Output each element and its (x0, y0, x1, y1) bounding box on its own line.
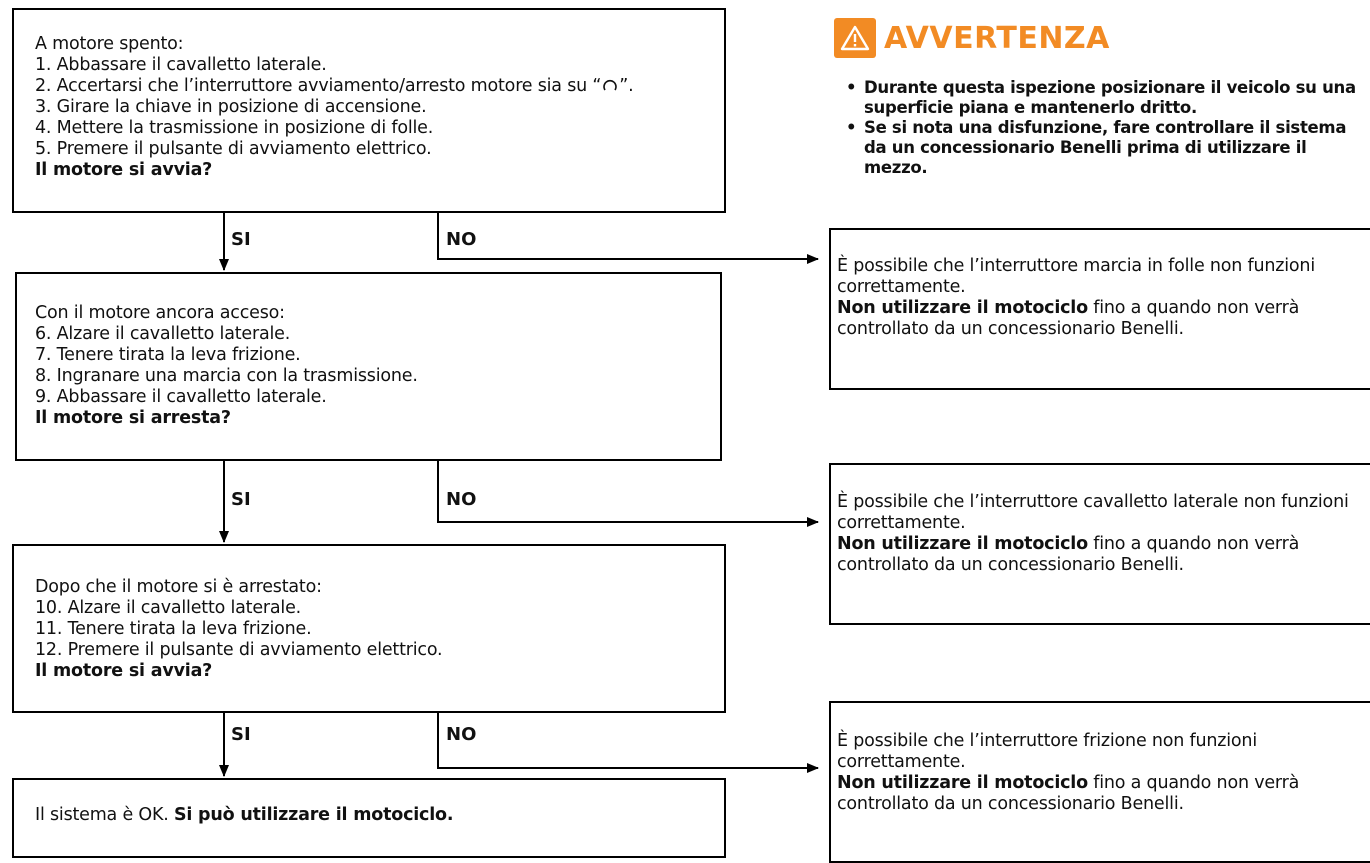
step3-box: Dopo che il motore si è arrestato: 10. A… (12, 544, 726, 713)
step2-box: Con il motore ancora acceso: 6. Alzare i… (15, 272, 722, 461)
no-arrow-1 (437, 212, 819, 264)
power-switch-icon (603, 79, 618, 91)
step1-item-2: 2. Accertarsi che l’interruttore avviame… (35, 76, 634, 96)
step1-item-4: 4. Mettere la trasmissione in posizione … (35, 118, 434, 138)
step2-item-7: 7. Tenere tirata la leva frizione. (35, 345, 301, 365)
step1-question: Il motore si avvia? (35, 160, 213, 180)
result-box-2: È possibile che l’interruttore cavallett… (829, 463, 1370, 625)
result-1-bold: Non utilizzare il motociclo (837, 298, 1088, 318)
result-2-bold: Non utilizzare il motociclo (837, 534, 1088, 554)
step3-header: Dopo che il motore si è arrestato: (35, 577, 322, 597)
step1-item-3: 3. Girare la chiave in posizione di acce… (35, 97, 427, 117)
step2-item-9: 9. Abbassare il cavalletto laterale. (35, 387, 327, 407)
final-bold: Si può utilizzare il motociclo. (173, 805, 454, 825)
no-label-1: NO (446, 229, 477, 250)
result-3-bold: Non utilizzare il motociclo (837, 773, 1088, 793)
result-1-rest: fino a quando non verrà controllato da u… (837, 298, 1300, 339)
no-arrow-3 (437, 712, 819, 773)
step1-item-5: 5. Premere il pulsante di avviamento ele… (35, 139, 432, 159)
result-box-1: È possibile che l’interruttore marcia in… (829, 228, 1370, 390)
final-text: Il sistema è OK. Si può utilizzare il mo… (35, 805, 454, 825)
warning-title: AVVERTENZA (884, 20, 1110, 56)
step1-item-1: 1. Abbassare il cavalletto laterale. (35, 55, 327, 75)
yes-label-3: SI (231, 724, 251, 745)
yes-label-2: SI (231, 489, 251, 510)
result-3-text: È possibile che l’interruttore frizione … (837, 731, 1257, 772)
step3-item-10: 10. Alzare il cavalletto laterale. (35, 598, 301, 618)
step3-item-11: 11. Tenere tirata la leva frizione. (35, 619, 312, 639)
step1-box: A motore spento: 1. Abbassare il cavalle… (12, 8, 726, 213)
no-label-3: NO (446, 724, 477, 745)
step2-header: Con il motore ancora acceso: (35, 303, 285, 323)
result-2-rest: fino a quando non verrà controllato da u… (837, 534, 1300, 575)
final-box: Il sistema è OK. Si può utilizzare il mo… (12, 778, 726, 858)
result-3-rest: fino a quando non verrà controllato da u… (837, 773, 1300, 814)
yes-label-1: SI (231, 229, 251, 250)
result-1-text: È possibile che l’interruttore marcia in… (837, 256, 1315, 297)
no-arrow-2 (437, 460, 819, 527)
warning-triangle-icon (834, 18, 876, 58)
step3-question: Il motore si avvia? (35, 661, 213, 681)
step2-item-8: 8. Ingranare una marcia con la trasmissi… (35, 366, 418, 386)
warning-bullet-2: Se si nota una disfunzione, fare control… (840, 118, 1368, 178)
step2-item-6: 6. Alzare il cavalletto laterale. (35, 324, 291, 344)
step3-item-12: 12. Premere il pulsante di avviamento el… (35, 640, 443, 660)
result-2-text: È possibile che l’interruttore cavallett… (837, 492, 1349, 533)
step2-question: Il motore si arresta? (35, 408, 231, 428)
step1-header: A motore spento: (35, 34, 184, 54)
warning-bullet-1: Durante questa ispezione posizionare il … (840, 78, 1368, 118)
warning-list: Durante questa ispezione posizionare il … (840, 78, 1368, 178)
no-label-2: NO (446, 489, 477, 510)
warning-header: AVVERTENZA (834, 18, 1110, 58)
result-box-3: È possibile che l’interruttore frizione … (829, 701, 1370, 863)
